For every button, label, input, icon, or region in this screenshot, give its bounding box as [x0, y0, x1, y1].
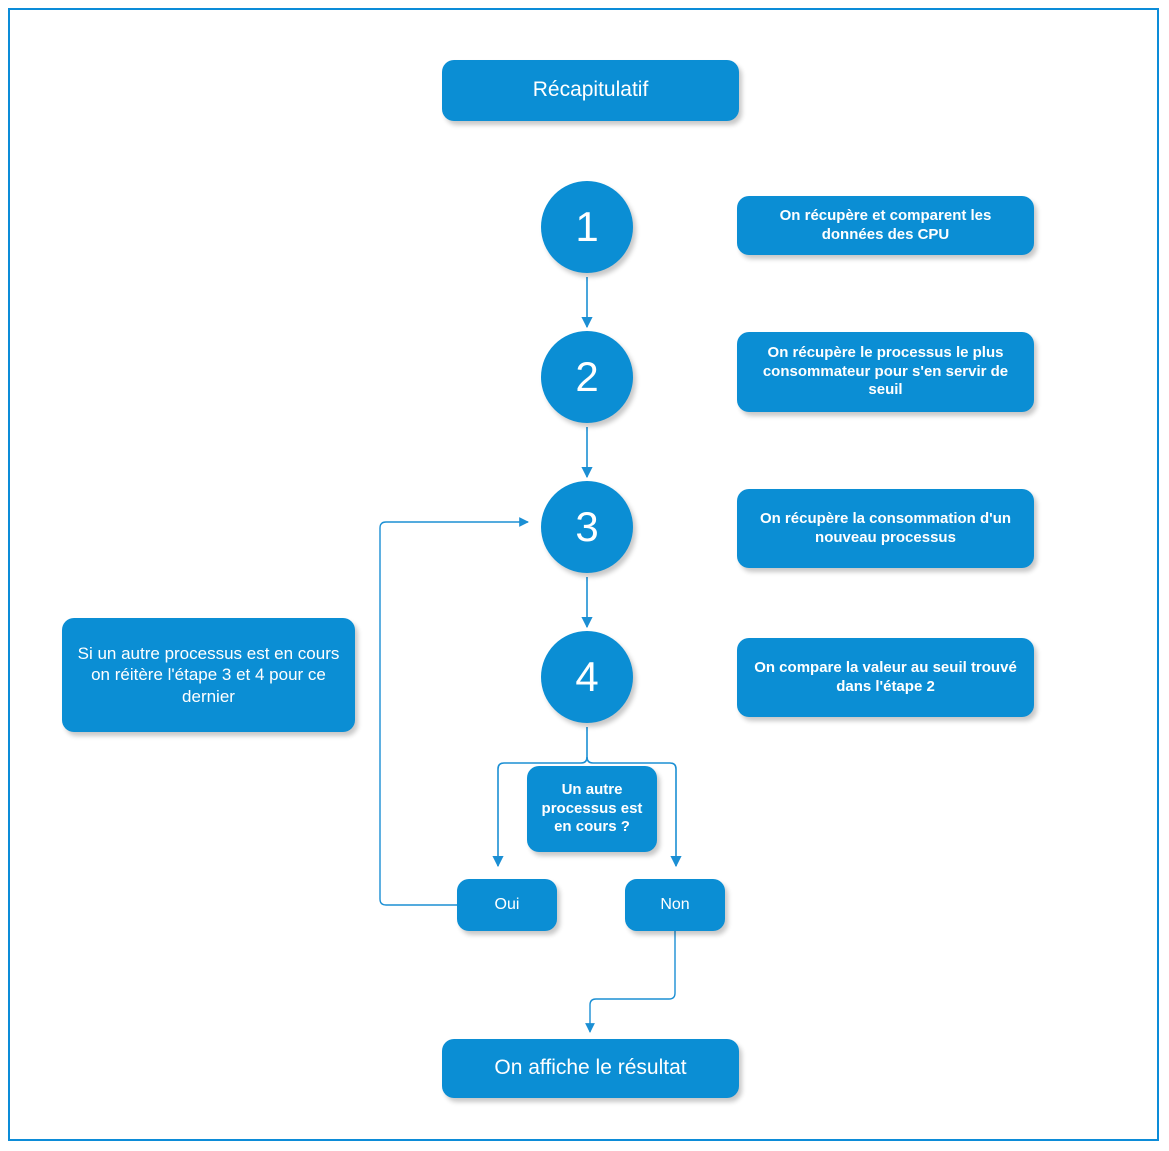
step-description-4: On compare la valeur au seuil trouvé dan…: [737, 638, 1034, 717]
edge-yes-loop-step3: [379, 517, 529, 906]
step-circle-2[interactable]: 2: [541, 331, 633, 423]
edge-no-result: [585, 931, 676, 1033]
decision-box[interactable]: Un autre processus est en cours ?: [527, 766, 657, 852]
step-description-2: On récupère le processus le plus consomm…: [737, 332, 1034, 412]
edge-split-right: [586, 756, 682, 868]
result-box: On affiche le résultat: [442, 1039, 739, 1098]
decision-yes-box[interactable]: Oui: [457, 879, 557, 931]
step-circle-3[interactable]: 3: [541, 481, 633, 573]
step-description-1: On récupère et comparent les données des…: [737, 196, 1034, 255]
diagram-title-box: Récapitulatif: [442, 60, 739, 121]
step-circle-1[interactable]: 1: [541, 181, 633, 273]
loop-note-box: Si un autre processus est en cours on ré…: [62, 618, 355, 732]
step-description-3: On récupère la consommation d'un nouveau…: [737, 489, 1034, 568]
decision-no-box[interactable]: Non: [625, 879, 725, 931]
step-circle-4[interactable]: 4: [541, 631, 633, 723]
